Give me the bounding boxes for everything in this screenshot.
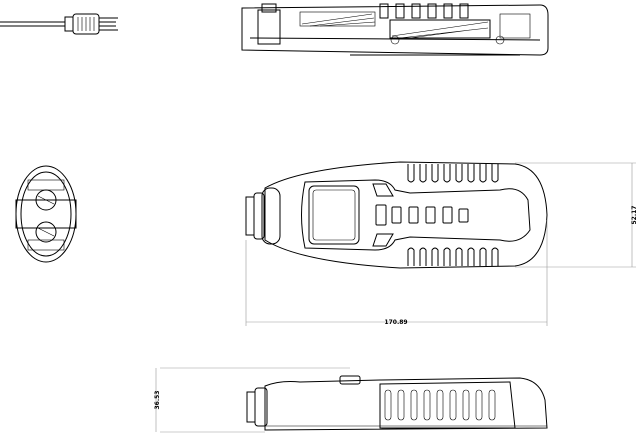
- length-dimension-label: 170.89: [384, 319, 407, 326]
- front-view: [245, 161, 636, 326]
- side-view: [155, 367, 548, 433]
- height-dimension-label: 36.53: [154, 391, 161, 410]
- section-view: [241, 3, 549, 56]
- end-view: [15, 165, 77, 263]
- grip-ribs-top: [407, 164, 499, 183]
- grip-ribs-bottom: [407, 247, 499, 266]
- probe-cable-view: [0, 13, 118, 35]
- width-dimension-label: 52.17: [631, 206, 638, 225]
